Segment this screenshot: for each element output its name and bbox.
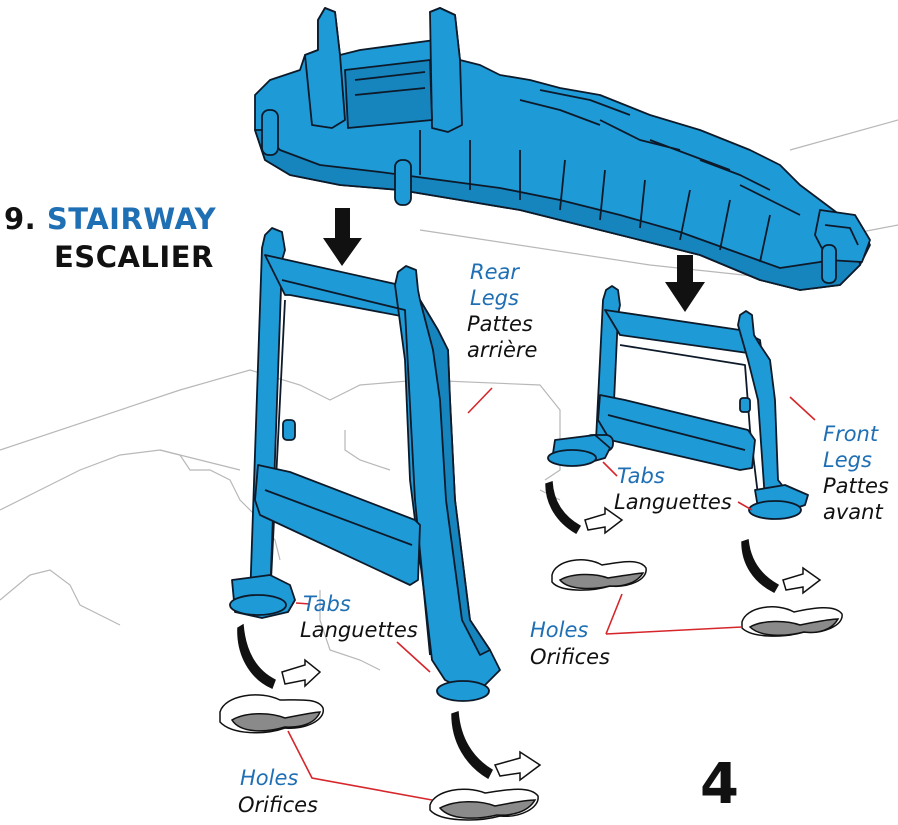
down-arrow-rear	[323, 208, 362, 266]
rear-legs-fr-2: arrière	[467, 338, 538, 362]
orifices-fr-front: Orifices	[530, 645, 610, 669]
leader-tabs-rear	[295, 602, 311, 605]
front-legs-fr-1: Pattes	[823, 474, 889, 498]
stairway-top-piece	[254, 7, 871, 291]
leader-rear-legs	[467, 387, 493, 414]
languettes-fr-front: Languettes	[614, 490, 732, 514]
holes-en-rear: Holes	[240, 766, 299, 790]
leader-languettes-front	[737, 501, 753, 511]
step-title-fr-wrap: ESCALIER	[54, 240, 214, 274]
orifices-fr-rear: Orifices	[238, 793, 318, 817]
down-arrow-front	[665, 255, 705, 312]
front-legs-fr-2: avant	[823, 500, 883, 524]
front-legs-en-2: Legs	[823, 448, 872, 472]
leader-holes-front	[605, 593, 743, 635]
leader-tabs-front	[602, 461, 618, 477]
leader-front-legs	[789, 396, 816, 421]
rear-legs-en-1: Rear	[470, 260, 520, 284]
page-number: 4	[700, 752, 739, 817]
leader-lines	[287, 387, 816, 801]
languettes-fr-rear: Languettes	[300, 618, 418, 642]
leader-holes-rear	[287, 730, 433, 801]
leader-languettes-rear	[396, 641, 431, 673]
curved-arrows	[237, 480, 822, 782]
step-title-fr: ESCALIER	[54, 240, 214, 274]
holes	[219, 559, 843, 821]
front-legs-en-1: Front	[823, 422, 879, 446]
rear-legs-fr-1: Pattes	[467, 312, 533, 336]
rear-legs-piece	[229, 227, 501, 702]
tabs-en-rear: Tabs	[303, 592, 351, 616]
holes-en-front: Holes	[530, 618, 589, 642]
step-title-en: STAIRWAY	[46, 202, 217, 236]
step-number: 9.	[4, 202, 37, 236]
rear-legs-en-2: Legs	[470, 286, 519, 310]
background-outline	[0, 119, 898, 671]
step-title: 9. STAIRWAY	[4, 202, 216, 236]
tabs-en-front: Tabs	[617, 464, 665, 488]
front-legs-piece	[547, 285, 809, 520]
